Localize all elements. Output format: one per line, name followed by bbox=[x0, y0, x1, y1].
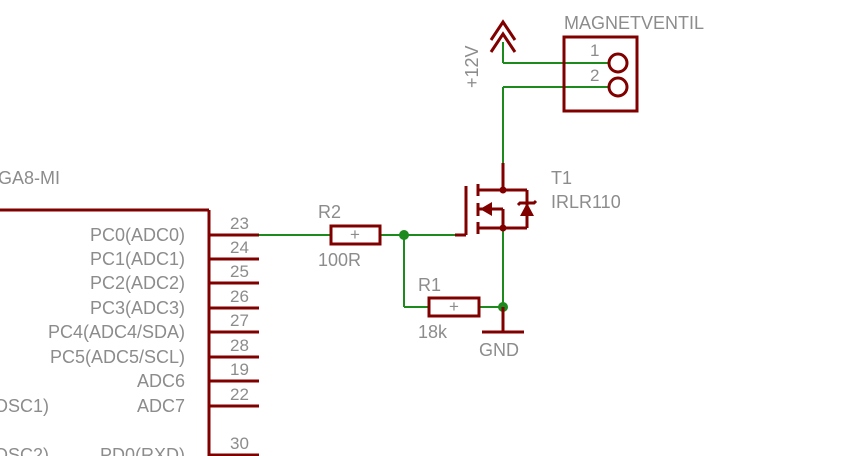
pin-label-left: OSC1) bbox=[0, 396, 49, 416]
connector-pin-icon bbox=[607, 76, 629, 98]
ground-label: GND bbox=[479, 340, 519, 360]
pin-number: 28 bbox=[230, 336, 249, 355]
r1-name: R1 bbox=[418, 275, 441, 295]
connector-pin-icon bbox=[607, 52, 629, 74]
mcu-name: GA8-MI bbox=[0, 168, 60, 188]
resistor-body bbox=[329, 224, 382, 246]
supply-label: +12V bbox=[462, 45, 482, 88]
connector-pin2-label: 2 bbox=[590, 66, 599, 85]
r2-value: 100R bbox=[318, 250, 361, 270]
connector-pin1-label: 1 bbox=[590, 41, 599, 60]
pin-label: PC3(ADC3) bbox=[90, 298, 185, 318]
pin-label: ADC6 bbox=[137, 371, 185, 391]
channel-arrow bbox=[480, 202, 492, 216]
pin-number: 30 bbox=[230, 434, 249, 453]
supply-symbol: +12V bbox=[462, 19, 517, 88]
pin-label: PC0(ADC0) bbox=[90, 225, 185, 245]
mosfet-t1: T1 IRLR110 bbox=[455, 163, 621, 237]
resistor-body bbox=[427, 296, 481, 318]
junction-dot bbox=[399, 230, 409, 240]
r1-value: 18k bbox=[418, 322, 448, 342]
resistor-symbol: + bbox=[449, 297, 459, 316]
resistor-symbol: + bbox=[350, 225, 360, 244]
zener-bar bbox=[516, 199, 538, 207]
pin-label: PC5(ADC5/SCL) bbox=[50, 347, 185, 367]
pin-label: PC1(ADC1) bbox=[90, 249, 185, 269]
pin-number: 25 bbox=[230, 262, 249, 281]
connector-magnetventil: 1 2 MAGNETVENTIL bbox=[562, 13, 704, 113]
pin-number: 27 bbox=[230, 311, 249, 330]
pin-label: PD0(RXD) bbox=[100, 445, 185, 456]
connector-body bbox=[562, 35, 639, 113]
pin-number: 24 bbox=[230, 238, 249, 257]
diode-icon bbox=[520, 203, 534, 216]
ground-symbol: GND bbox=[479, 307, 524, 360]
microcontroller: GA8-MI 23 24 25 26 27 28 19 22 30 PC0(AD… bbox=[0, 168, 259, 456]
r2-name: R2 bbox=[318, 202, 341, 222]
t1-value: IRLR110 bbox=[551, 192, 621, 212]
supply-arrow-icon bbox=[489, 31, 517, 53]
pin-number: 23 bbox=[230, 214, 249, 233]
connector-name: MAGNETVENTIL bbox=[564, 13, 704, 33]
supply-arrow-icon bbox=[489, 19, 517, 41]
pin-number: 26 bbox=[230, 287, 249, 306]
resistor-r1: + R1 18k bbox=[418, 275, 481, 342]
pin-label: ADC7 bbox=[137, 396, 185, 416]
pin-label: PC4(ADC4/SDA) bbox=[48, 322, 185, 342]
pin-number: 19 bbox=[230, 360, 249, 379]
pin-number: 22 bbox=[230, 385, 249, 404]
pin-label-left: OSC2) bbox=[0, 445, 49, 456]
pin-label: PC2(ADC2) bbox=[90, 273, 185, 293]
resistor-r2: + R2 100R bbox=[318, 202, 382, 270]
t1-name: T1 bbox=[551, 168, 572, 188]
